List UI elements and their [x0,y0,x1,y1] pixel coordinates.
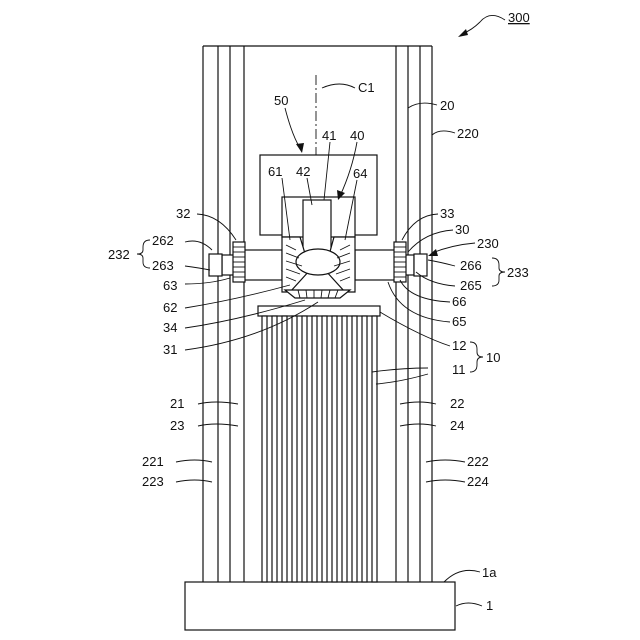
label-230: 230 [477,236,499,251]
label-32: 32 [176,206,190,221]
label-266: 266 [460,258,482,273]
label-31: 31 [163,342,177,357]
base-block [185,582,455,630]
left-arm [209,242,282,282]
label-61: 61 [268,164,282,179]
label-22: 22 [450,396,464,411]
label-65: 65 [452,314,466,329]
label-11: 11 [452,362,466,377]
label-41: 41 [322,128,336,143]
right-arm [355,242,427,282]
label-63: 63 [163,278,177,293]
label-66: 66 [452,294,466,309]
shaft [303,200,331,252]
label-c1: C1 [358,80,375,95]
label-42: 42 [296,164,310,179]
label-12: 12 [452,338,466,353]
label-223: 223 [142,474,164,489]
label-30: 30 [455,222,469,237]
label-262: 262 [152,233,174,248]
label-64: 64 [353,166,367,181]
label-50: 50 [274,93,288,108]
ref-300: 300 [508,10,530,25]
label-221: 221 [142,454,164,469]
label-20: 20 [440,98,454,113]
label-62: 62 [163,300,177,315]
label-220: 220 [457,126,479,141]
label-263: 263 [152,258,174,273]
label-33: 33 [440,206,454,221]
label-23: 23 [170,418,184,433]
label-21: 21 [170,396,184,411]
label-265: 265 [460,278,482,293]
label-232: 232 [108,247,130,262]
needle-bundle [262,316,377,582]
holder-plate [258,306,380,316]
label-1: 1 [486,598,493,613]
label-1a: 1a [482,565,497,580]
label-24: 24 [450,418,464,433]
label-34: 34 [163,320,177,335]
label-224: 224 [467,474,489,489]
label-233: 233 [507,265,529,280]
label-222: 222 [467,454,489,469]
label-10: 10 [486,350,500,365]
label-40: 40 [350,128,364,143]
